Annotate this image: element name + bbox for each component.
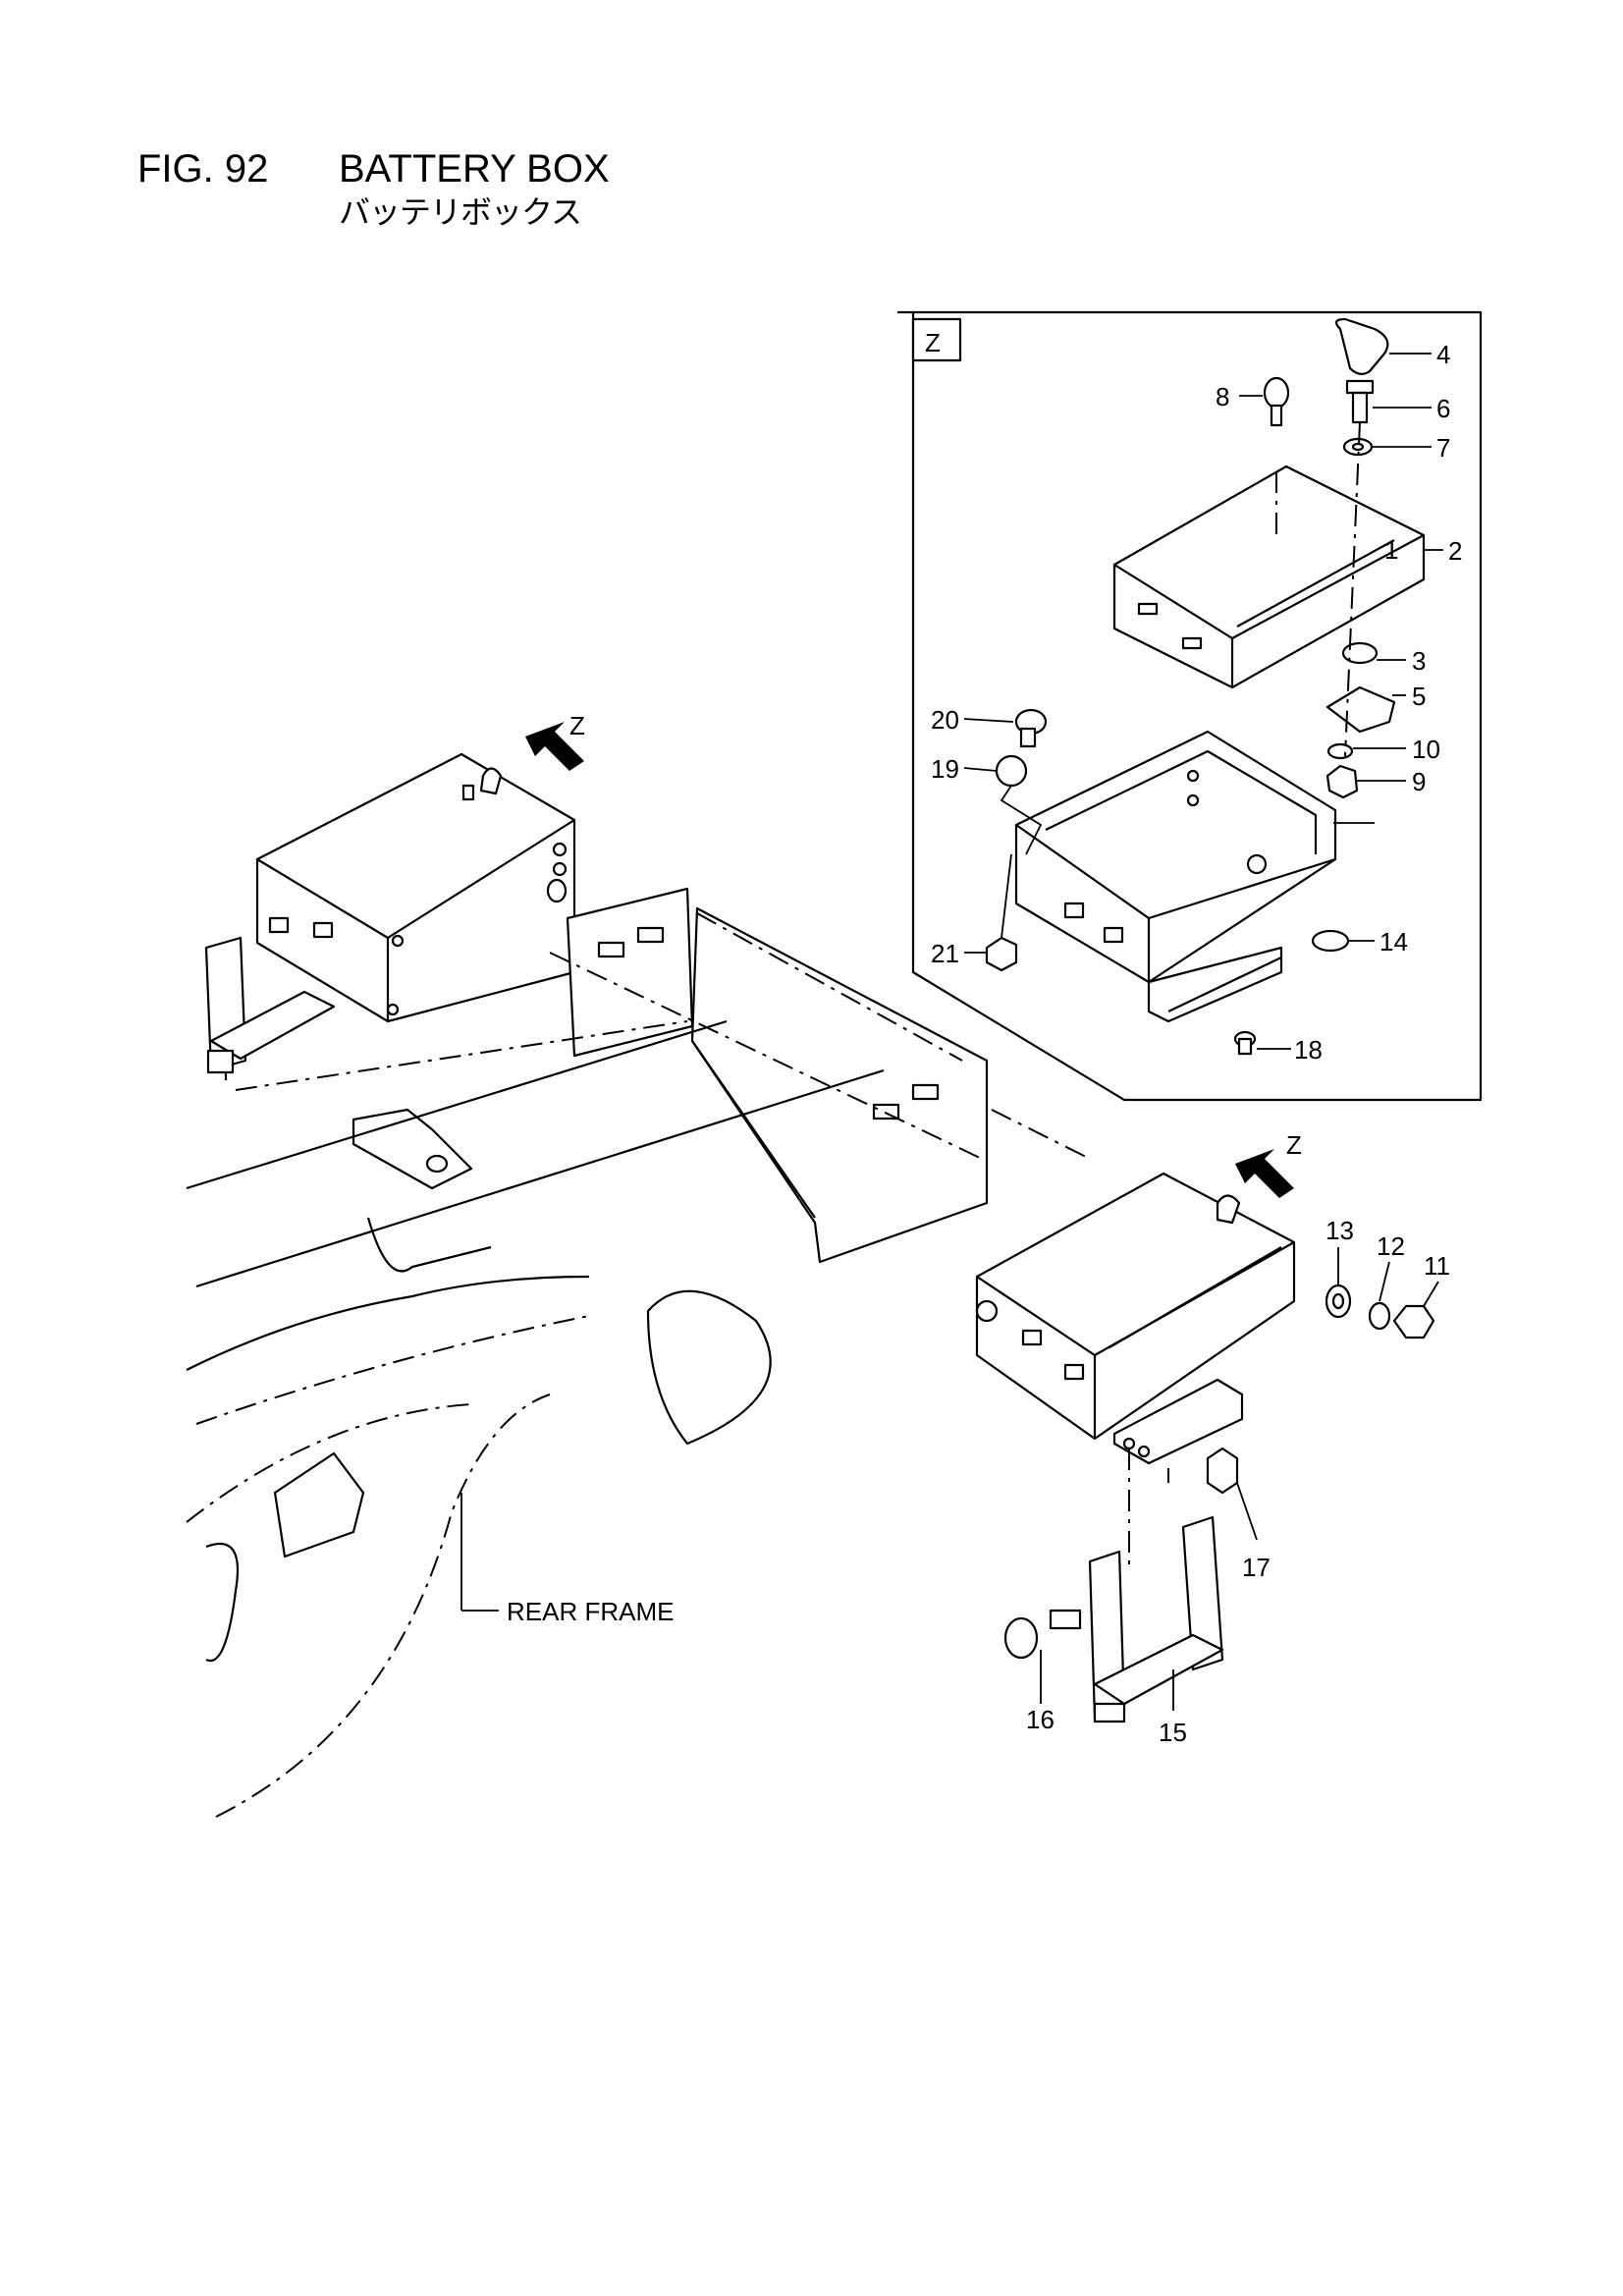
detail-z-label: Z: [925, 328, 941, 357]
bolt-part-16: [1049, 1609, 1082, 1630]
callout-17-label: 17: [1242, 1553, 1271, 1582]
lock-washer-part-12: [1368, 1301, 1391, 1331]
bracket-part-5: [1325, 685, 1396, 734]
figure-title-japanese: バッテリボックス: [339, 193, 582, 231]
view-z-label-right: Z: [1286, 1130, 1302, 1160]
right-leaders: [1040, 1247, 1439, 1711]
callout-8-label: 8: [1216, 382, 1229, 411]
rear-frame-label: REAR FRAME: [507, 1597, 674, 1626]
detail-leaders: [963, 353, 1443, 1050]
callout-3-label: 3: [1412, 646, 1426, 676]
wing-bolt-part-8: [1263, 376, 1290, 410]
view-z-arrow-left: [525, 722, 584, 771]
nut-part-21: [985, 936, 1018, 972]
figure-number: FIG. 92: [137, 147, 269, 191]
lock-washer-part-10: [1326, 742, 1354, 760]
callout-21-label: 21: [931, 939, 959, 968]
callout-9-label: 9: [1412, 767, 1426, 796]
left-battery-box: Z: [204, 711, 585, 1080]
right-battery-box: Z: [975, 1130, 1302, 1465]
bushing-part-19: [995, 754, 1028, 788]
nut-part-17: [1206, 1447, 1239, 1495]
callout-2-label: 2: [1448, 536, 1462, 566]
nut-part-11: [1392, 1304, 1435, 1339]
callout-12-label: 12: [1377, 1231, 1405, 1261]
bumper-part-3: [1341, 641, 1379, 665]
callout-4-label: 4: [1436, 340, 1450, 369]
callout-19-label: 19: [931, 754, 959, 784]
right-hardware: [1003, 1284, 1435, 1723]
battery-cover: [1112, 465, 1426, 689]
figure-title: BATTERY BOX: [339, 147, 610, 191]
callout-numbers: 1 2 3 4 5 6 7 8 9 10 11 12 13 14 15 16 1…: [931, 340, 1462, 1747]
battery-tray: [1014, 730, 1337, 1023]
view-z-label-left: Z: [569, 711, 585, 740]
callout-1-label: 1: [1384, 535, 1398, 565]
washer-part-13: [1325, 1284, 1352, 1319]
callout-13-label: 13: [1325, 1216, 1354, 1245]
callout-11-label: 11: [1424, 1251, 1450, 1281]
callout-5-label: 5: [1412, 682, 1426, 711]
handle-part-4: [1334, 317, 1389, 375]
bolt-part-6: [1345, 379, 1375, 395]
view-z-arrow-right: [1235, 1149, 1294, 1198]
callout-15-label: 15: [1159, 1718, 1187, 1747]
callout-7-label: 7: [1436, 433, 1450, 463]
callout-6-label: 6: [1436, 394, 1450, 423]
callout-20-label: 20: [931, 705, 959, 735]
callout-16-label: 16: [1026, 1705, 1055, 1734]
callout-10-label: 10: [1412, 735, 1440, 764]
detail-z-panel: Z: [896, 310, 1483, 1102]
rear-frame: REAR FRAME: [186, 887, 1091, 1818]
detail-z-label-box: [911, 317, 962, 362]
grommet-part-14: [1311, 929, 1350, 953]
callout-18-label: 18: [1294, 1035, 1323, 1065]
callout-14-label: 14: [1380, 927, 1408, 957]
detail-hardware: [985, 317, 1396, 1056]
nut-part-9: [1325, 764, 1359, 799]
